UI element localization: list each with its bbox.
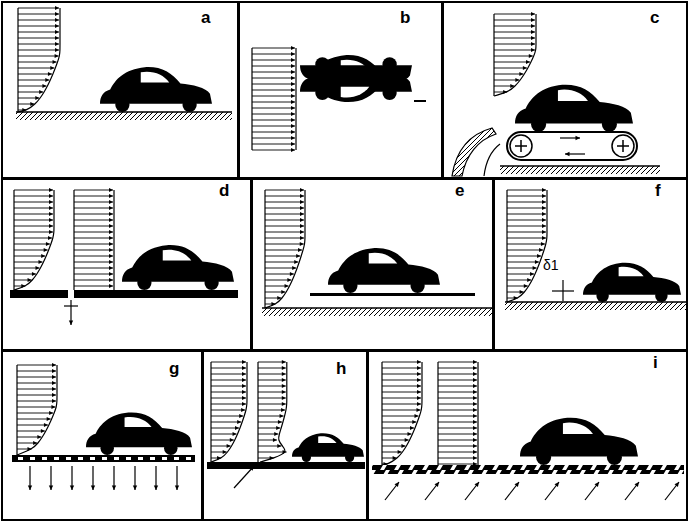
panel-letter: a: [201, 9, 210, 26]
thickness-label: δ1: [542, 258, 560, 272]
panel-letter: h: [336, 360, 346, 377]
arrow-head: [70, 485, 74, 490]
arrow-head: [395, 482, 399, 487]
car-silhouette: [328, 248, 440, 293]
flow-arrow: [585, 482, 599, 500]
arrow-head: [435, 482, 439, 487]
velocity-profile: [265, 188, 305, 308]
arrow-head: [475, 482, 479, 487]
ground-plate: [207, 462, 365, 469]
arrow-head: [249, 466, 254, 471]
moving-belt: [507, 132, 637, 160]
arrow-head: [91, 485, 95, 490]
panel-letter: d: [219, 182, 229, 199]
ground: [262, 308, 492, 316]
panel-letter: e: [455, 182, 464, 199]
figure-panel: i: [367, 350, 688, 521]
velocity-profile: [17, 363, 57, 455]
car-silhouette: [122, 245, 234, 290]
panel-letter: i: [653, 354, 658, 371]
arrow-head: [112, 485, 116, 490]
panel-letter: c: [650, 9, 659, 26]
car-silhouette: [292, 433, 364, 462]
arrow-head: [595, 482, 599, 487]
figure-panel: a: [1, 1, 239, 179]
ground: [500, 166, 660, 174]
arrow-head: [49, 485, 53, 490]
arrow-head: [515, 482, 519, 487]
figure-panel: h: [202, 350, 368, 521]
velocity-profile: [382, 360, 422, 466]
flow-arrow: [425, 482, 439, 500]
figure-panel: d: [1, 178, 252, 351]
arrow-head: [133, 485, 137, 490]
arrow-head: [154, 485, 158, 490]
flow-arrow: [465, 482, 479, 500]
ground: [16, 112, 232, 120]
figure-panel: f: [493, 178, 688, 351]
ground-plate: [12, 455, 195, 462]
velocity-profile: [252, 46, 296, 152]
arrow-head: [565, 152, 570, 156]
arrow-head: [555, 482, 559, 487]
ground-plate: [310, 293, 475, 296]
figure-panel: g: [1, 350, 203, 521]
car-silhouette: [100, 67, 212, 112]
velocity-profile: [211, 360, 247, 462]
car-silhouette: [583, 263, 681, 302]
car-silhouette: [86, 412, 192, 455]
arrow-head: [28, 485, 32, 490]
ground: [505, 302, 686, 310]
arrow-head: [175, 485, 179, 490]
flow-arrow: [665, 482, 679, 500]
suction-scoop: [452, 128, 496, 176]
flow-arrow: [385, 482, 399, 500]
velocity-profile: [74, 188, 114, 290]
panel-letter: g: [169, 360, 179, 377]
flow-arrow: [505, 482, 519, 500]
arrow-head: [69, 320, 73, 325]
velocity-profile: [507, 188, 547, 302]
flow-arrow: [234, 466, 254, 488]
car-silhouette: [300, 57, 412, 102]
velocity-profile: [258, 360, 287, 462]
velocity-profile: [438, 360, 478, 466]
velocity-profile: [14, 188, 54, 290]
flow-arrow: [545, 482, 559, 500]
flow-arrow: [625, 482, 639, 500]
arrow-head: [675, 482, 679, 487]
car-silhouette: [515, 85, 633, 132]
drawing: [10, 6, 686, 500]
arrow-head: [635, 482, 639, 487]
porous-ground: [372, 465, 684, 474]
figure-panel: e: [251, 178, 494, 351]
figure-panel: c: [442, 1, 688, 179]
arrow-head: [575, 136, 580, 140]
thickness-marker: [552, 280, 574, 301]
velocity-profile: [494, 12, 536, 96]
figure-panel: b: [238, 1, 443, 179]
car-silhouette: [520, 418, 638, 465]
velocity-profile: [18, 6, 60, 112]
ground-plate: [74, 290, 238, 298]
panel-letter: f: [655, 182, 661, 199]
ground-plate: [10, 290, 68, 298]
panel-letter: b: [400, 9, 410, 26]
